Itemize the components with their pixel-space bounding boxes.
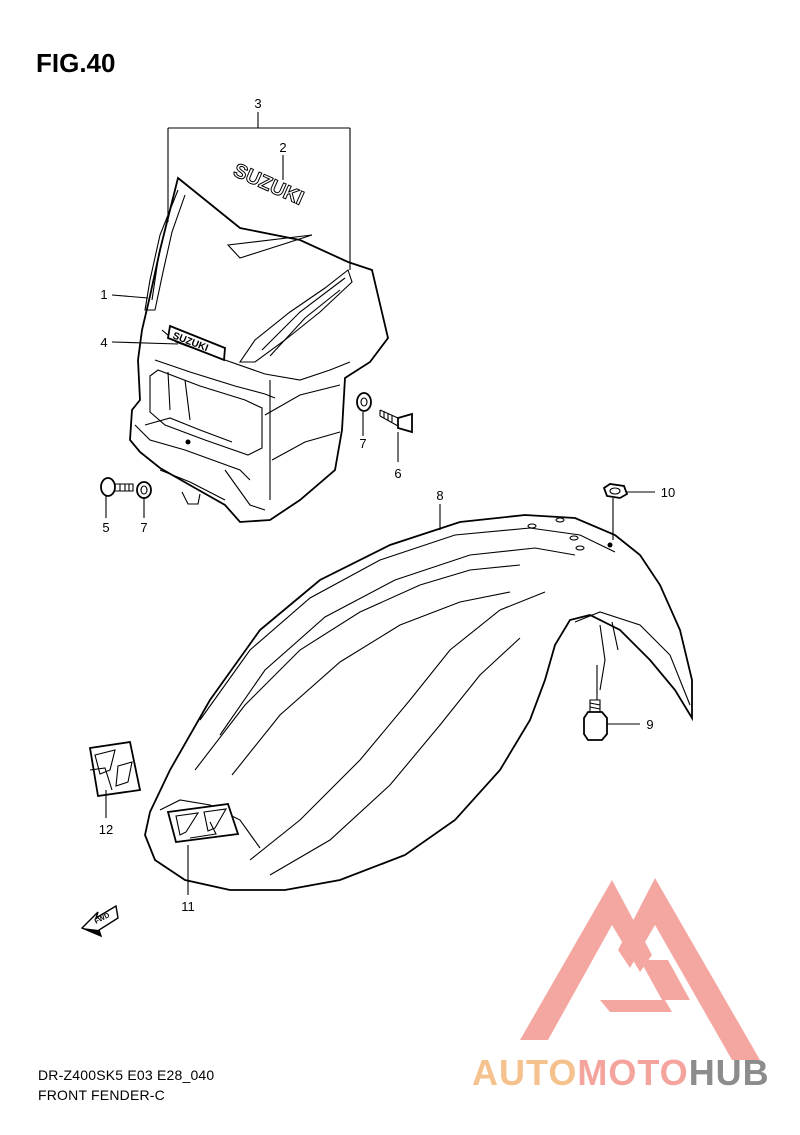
callout-5: 5 bbox=[102, 520, 109, 535]
callout-6: 6 bbox=[394, 466, 401, 481]
suzuki-large-decal: SUZUKI bbox=[230, 159, 307, 209]
fender-nut bbox=[602, 483, 629, 499]
section-name: FRONT FENDER-C bbox=[38, 1087, 165, 1103]
brand-part-moto: MOTO bbox=[577, 1052, 689, 1093]
callout-2: 2 bbox=[279, 140, 286, 155]
callout-3: 3 bbox=[254, 96, 261, 111]
callout-4: 4 bbox=[100, 335, 107, 350]
callout-1: 1 bbox=[100, 287, 107, 302]
callout-7-lower: 7 bbox=[140, 520, 147, 535]
figure-title: FIG.40 bbox=[36, 48, 116, 78]
grommet-lower bbox=[136, 481, 152, 499]
callout-7-upper: 7 bbox=[359, 436, 366, 451]
callout-numbers: 3 2 1 4 7 6 5 7 8 10 9 12 11 bbox=[99, 96, 675, 914]
screw-left bbox=[100, 477, 134, 497]
callout-12: 12 bbox=[99, 822, 113, 837]
watermark-brand-text: AUTOMOTOHUB bbox=[472, 1052, 770, 1094]
forward-direction-arrow: FWD bbox=[80, 904, 119, 938]
front-fender bbox=[144, 514, 693, 891]
callout-11: 11 bbox=[181, 899, 195, 914]
model-code: DR-Z400SK5 E03 E28_040 bbox=[38, 1067, 215, 1083]
callout-8: 8 bbox=[436, 488, 443, 503]
brand-part-auto: AUTO bbox=[472, 1052, 578, 1093]
brand-part-hub: HUB bbox=[688, 1052, 770, 1093]
leader-lines bbox=[105, 112, 655, 895]
callout-10: 10 bbox=[661, 485, 675, 500]
screw-right bbox=[379, 409, 413, 434]
suzuki-s-decal-fender bbox=[166, 803, 240, 843]
callout-9: 9 bbox=[646, 717, 653, 732]
headlight-cowl bbox=[129, 176, 389, 523]
fender-bolt bbox=[583, 699, 608, 741]
automotohub-logo-mark bbox=[520, 878, 760, 1060]
suzuki-s-decal-spare bbox=[88, 740, 142, 798]
grommet-upper bbox=[356, 392, 372, 412]
